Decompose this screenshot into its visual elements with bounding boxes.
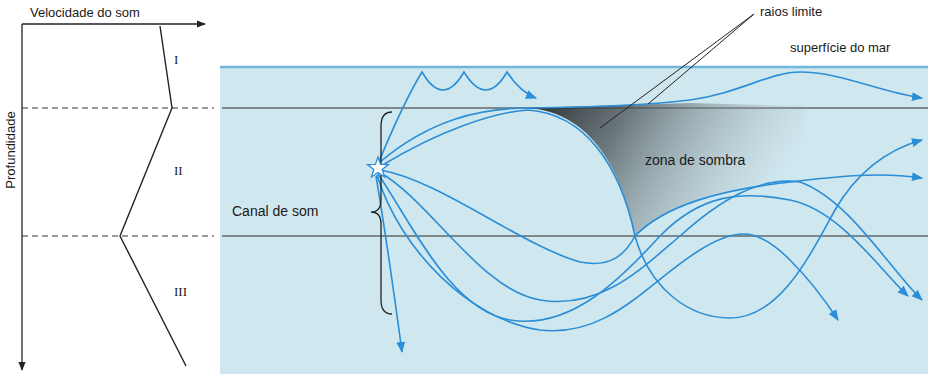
speed-profile-line [120,26,186,366]
zone-label: zona de sombra [645,152,745,169]
sound-ray [376,176,402,352]
axis-label: Velocidade do som [30,5,140,21]
limit-ray [380,72,922,162]
sea-surface [220,66,928,69]
axis-label: Profundidade [3,111,19,188]
speed-axis [22,23,205,24]
depth-axis [21,24,22,370]
layer-boundary [22,108,214,109]
channel-brace [371,112,392,314]
sound-source-star [368,157,389,177]
sound-ray [378,174,908,321]
channel-bottom-line [222,236,928,237]
layer-number: I [174,52,178,68]
sound-ray [377,175,838,331]
channel-label: Canal de som [232,203,318,220]
sound-ray [380,170,922,263]
leader-line [648,14,754,104]
layer-number: II [174,163,183,179]
layer-number: III [174,284,187,300]
speed-profile-graph [22,24,214,370]
sea-water [220,66,928,374]
sound-ray [379,172,922,302]
sound-rays [376,72,922,352]
leader-line [600,14,754,128]
surface-label: superfície do mar [790,40,890,56]
layer-boundary [22,236,214,237]
callout-label: raios limite [760,4,822,20]
